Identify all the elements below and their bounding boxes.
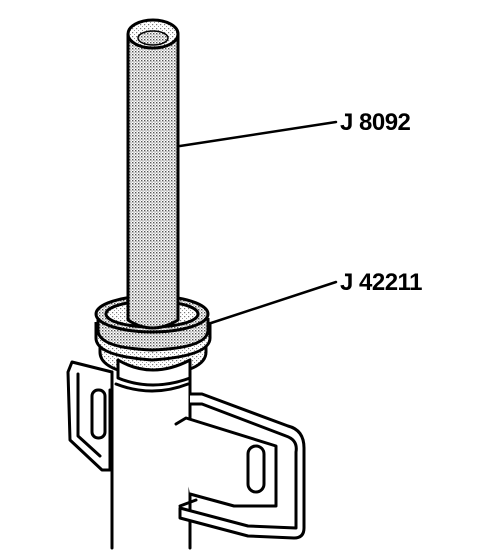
leader-line-j8092 <box>178 120 338 148</box>
strut-assembly <box>66 360 306 550</box>
right-bracket <box>178 392 306 540</box>
leader-line-j42211 <box>206 280 338 326</box>
callout-j8092: J 8092 <box>340 109 411 136</box>
left-bracket-slot <box>90 388 107 440</box>
strut-tube <box>110 370 192 550</box>
callout-j42211: J 42211 <box>340 269 422 296</box>
right-bracket-slot <box>246 444 266 494</box>
leader-lines <box>178 120 338 326</box>
driver-handle <box>126 18 180 330</box>
